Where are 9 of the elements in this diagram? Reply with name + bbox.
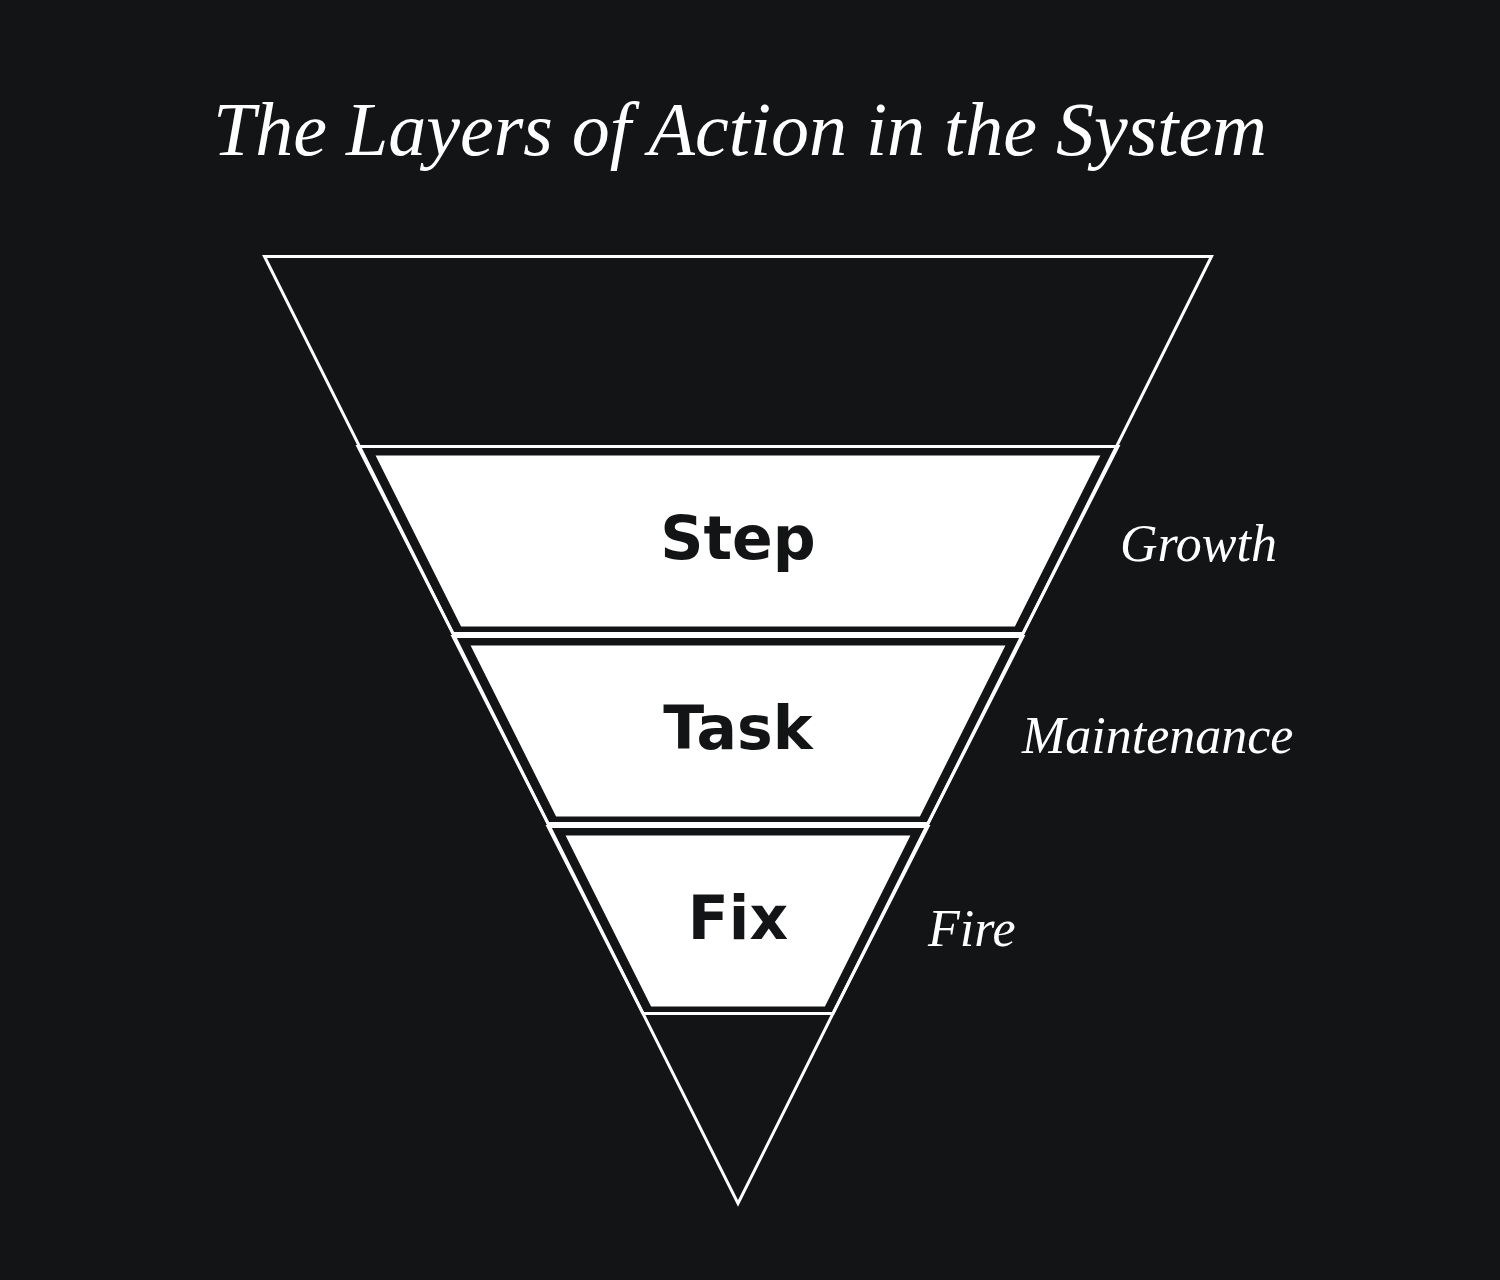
funnel-layer (358, 445, 1118, 635)
layer-caption: Maintenance (1022, 707, 1294, 765)
funnel-layer (453, 635, 1023, 825)
diagram-title: The Layers of Action in the System (212, 88, 1268, 172)
layer-label: Fix (686, 888, 790, 948)
layer-caption: Fire (928, 900, 1016, 958)
funnel-layer (548, 825, 928, 1015)
layer-label: Task (662, 698, 815, 758)
layer-caption: Growth (1120, 515, 1277, 573)
